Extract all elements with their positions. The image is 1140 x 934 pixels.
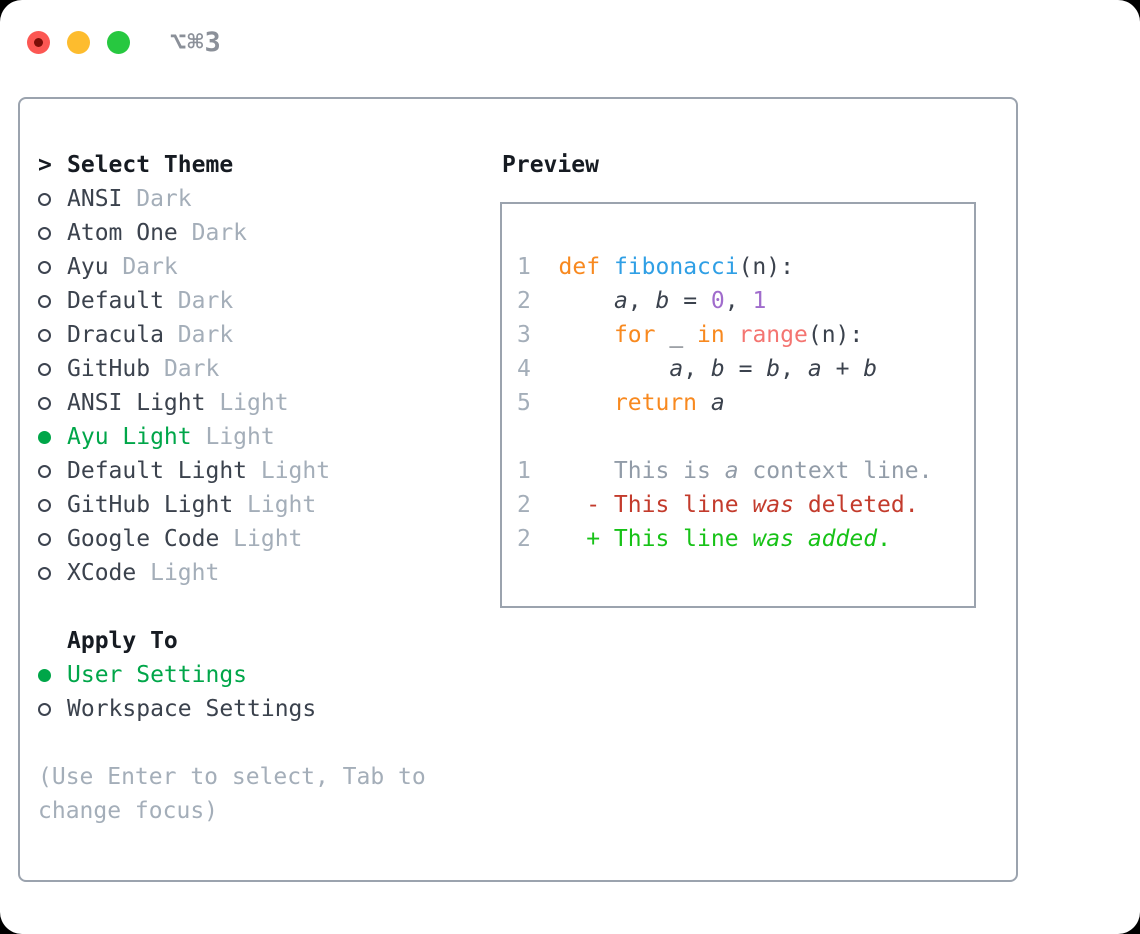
theme-option-ansi-light[interactable]: ANSI Light Light	[20, 386, 490, 420]
radio-icon	[38, 226, 51, 240]
radio-selected-icon	[38, 430, 51, 444]
radio-selected-icon	[38, 668, 51, 682]
radio-icon	[38, 498, 51, 512]
theme-variant-label: Dark	[163, 356, 220, 382]
theme-option-label: Ayu	[67, 254, 109, 280]
code-line: 3 for _ in range(n):	[517, 322, 864, 348]
theme-option-label: Dracula	[67, 322, 164, 348]
theme-option-default-light[interactable]: Default Light Light	[20, 454, 490, 488]
theme-option-xcode[interactable]: XCode Light	[20, 556, 490, 590]
zoom-button[interactable]	[107, 31, 130, 54]
theme-option-ayu-light[interactable]: Ayu Light Light	[20, 420, 490, 454]
theme-variant-label: Light	[260, 458, 331, 484]
code-line: 1 This is a context line.	[517, 458, 933, 484]
theme-option-google-code[interactable]: Google Code Light	[20, 522, 490, 556]
theme-option-label: XCode	[67, 560, 137, 586]
theme-option-ansi[interactable]: ANSI Dark	[20, 182, 490, 216]
window-titlebar: ⌥⌘3	[27, 27, 222, 58]
theme-option-label: Ayu Light	[67, 424, 192, 450]
radio-icon	[38, 532, 51, 546]
code-line: 2 + This line was added.	[517, 526, 891, 552]
theme-option-label: Default	[67, 288, 164, 314]
close-button[interactable]	[27, 31, 50, 54]
code-line	[517, 420, 968, 454]
radio-icon	[38, 396, 51, 410]
theme-option-label: GitHub Light	[67, 492, 234, 518]
preview-column: Preview 1 def fibonacci(n): 2 a, b = 0, 1…	[500, 148, 976, 608]
theme-variant-label: Dark	[136, 186, 192, 212]
preview-box: 1 def fibonacci(n): 2 a, b = 0, 1 3 for _ …	[500, 202, 976, 608]
apply-option-workspace-settings[interactable]: Workspace Settings	[20, 692, 490, 726]
theme-variant-label: Dark	[191, 220, 248, 246]
radio-icon	[38, 328, 51, 342]
code-line: 2 - This line was deleted.	[517, 492, 919, 518]
theme-option-label: Default Light	[67, 458, 248, 484]
theme-variant-label: Light	[205, 424, 275, 450]
hint-line-1: (Use Enter to select, Tab to	[38, 764, 426, 790]
theme-option-label: GitHub	[67, 356, 151, 382]
theme-variant-label: Dark	[177, 322, 234, 348]
theme-variant-label: Light	[247, 492, 317, 518]
theme-option-ayu[interactable]: Ayu Dark	[20, 250, 490, 284]
apply-option-label: Workspace Settings	[67, 696, 317, 722]
theme-option-label: ANSI Light	[67, 390, 206, 416]
theme-variant-label: Dark	[122, 254, 178, 280]
theme-option-default[interactable]: Default Dark	[20, 284, 490, 318]
apply-to-header: Apply To	[20, 624, 490, 658]
theme-option-github[interactable]: GitHub Dark	[20, 352, 490, 386]
code-line: 2 a, b = 0, 1	[517, 288, 767, 314]
apply-to-title: Apply To	[67, 628, 178, 654]
select-theme-header: > Select Theme	[20, 148, 490, 182]
theme-option-label: Google Code	[67, 526, 220, 552]
close-dot-icon	[34, 38, 43, 47]
radio-icon	[38, 192, 51, 206]
theme-variant-label: Light	[150, 560, 220, 586]
preview-title: Preview	[502, 152, 599, 178]
radio-icon	[38, 294, 51, 308]
theme-variant-label: Light	[219, 390, 289, 416]
radio-icon	[38, 566, 51, 580]
spacer-row	[20, 726, 490, 760]
theme-option-label: ANSI	[67, 186, 123, 212]
spacer-row	[20, 590, 490, 624]
radio-icon	[38, 464, 51, 478]
radio-icon	[38, 362, 51, 376]
hint-text: (Use Enter to select, Tab to change focu…	[20, 760, 490, 828]
code-line: 1 def fibonacci(n):	[517, 254, 794, 280]
radio-icon	[38, 702, 51, 716]
hint-line-2: change focus)	[38, 798, 219, 824]
theme-option-github-light[interactable]: GitHub Light Light	[20, 488, 490, 522]
window-title: ⌥⌘3	[170, 27, 222, 58]
theme-option-label: Atom One	[67, 220, 178, 246]
code-line: 5 return a	[517, 390, 725, 416]
apply-option-label: User Settings	[67, 662, 248, 688]
radio-icon	[38, 260, 51, 274]
select-theme-title: Select Theme	[67, 152, 234, 178]
theme-variant-label: Dark	[177, 288, 234, 314]
code-line: 4 a, b = b, a + b	[517, 356, 878, 382]
apply-option-user-settings[interactable]: User Settings	[20, 658, 490, 692]
minimize-button[interactable]	[67, 31, 90, 54]
theme-option-dracula[interactable]: Dracula Dark	[20, 318, 490, 352]
theme-variant-label: Light	[233, 526, 303, 552]
theme-option-atom-one[interactable]: Atom One Dark	[20, 216, 490, 250]
prompt-caret-icon: >	[38, 152, 52, 178]
